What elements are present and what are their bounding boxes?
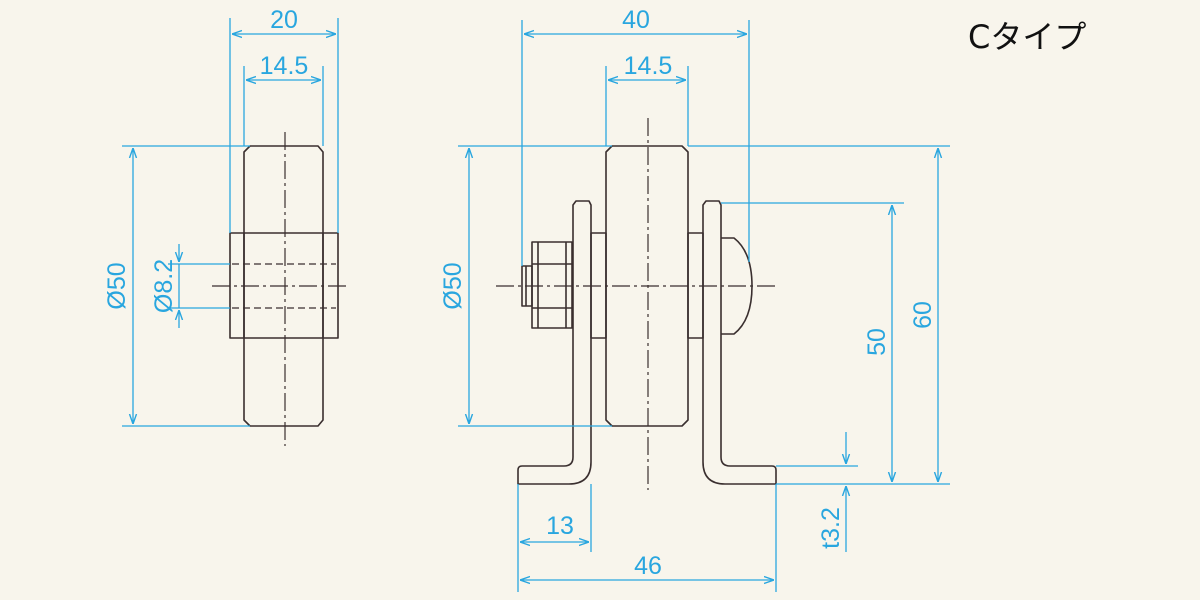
dim-side-width-wheel: 14.5 bbox=[243, 52, 324, 146]
dim-side-diameter-axle: Ø8.2 bbox=[150, 244, 230, 328]
svg-text:14.5: 14.5 bbox=[624, 52, 673, 80]
svg-text:60: 60 bbox=[909, 301, 937, 329]
dim-side-width-total: 20 bbox=[229, 6, 339, 233]
svg-text:40: 40 bbox=[622, 6, 650, 34]
svg-text:13: 13 bbox=[546, 512, 574, 540]
dim-front-height-axle: 50 bbox=[721, 202, 904, 482]
dim-front-thickness: t3.2 bbox=[776, 432, 858, 552]
front-view-left-bracket bbox=[517, 200, 592, 485]
dim-front-width-wheel: 14.5 bbox=[605, 52, 689, 146]
dim-side-diameter-wheel: Ø50 bbox=[103, 145, 250, 427]
svg-text:Ø8.2: Ø8.2 bbox=[150, 259, 178, 313]
dim-front-flange-length: 13 bbox=[517, 484, 592, 592]
dim-front-base-width: 46 bbox=[520, 484, 777, 592]
front-view-nut bbox=[521, 241, 573, 329]
type-title: Cタイプ bbox=[968, 18, 1086, 56]
svg-text:Ø50: Ø50 bbox=[103, 262, 131, 309]
svg-text:Ø50: Ø50 bbox=[439, 262, 467, 309]
dim-front-height-total: 60 bbox=[688, 145, 950, 485]
svg-text:46: 46 bbox=[634, 552, 662, 580]
front-view-right-bracket bbox=[702, 200, 777, 485]
dim-front-diameter-wheel: Ø50 bbox=[439, 145, 612, 427]
svg-text:20: 20 bbox=[270, 6, 298, 34]
front-view: 40 14.5 Ø50 60 50 bbox=[439, 6, 950, 592]
side-view: 20 14.5 Ø50 Ø8.2 bbox=[103, 6, 350, 446]
svg-text:50: 50 bbox=[863, 328, 891, 356]
dim-front-width-total: 40 bbox=[521, 6, 750, 266]
svg-text:t3.2: t3.2 bbox=[817, 507, 845, 549]
svg-text:14.5: 14.5 bbox=[260, 52, 309, 80]
